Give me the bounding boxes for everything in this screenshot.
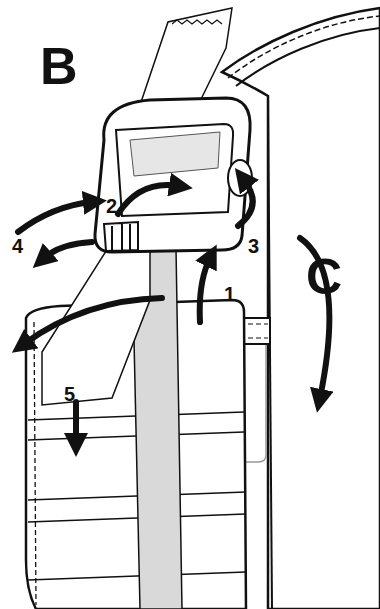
motion-arrows <box>18 180 329 442</box>
buckle-bar <box>130 132 220 176</box>
arrow <box>24 298 162 344</box>
callout-letter: B <box>40 40 78 92</box>
callout-number: 2 <box>106 196 117 216</box>
buckle-opening <box>116 124 233 216</box>
arrow <box>73 402 79 442</box>
buckle-frame <box>95 98 250 252</box>
callout-number: 4 <box>12 236 23 256</box>
stitching <box>34 322 36 605</box>
arrow <box>238 180 253 226</box>
panel-edge <box>268 96 272 609</box>
callout-number: 3 <box>248 236 259 256</box>
seam-line <box>236 28 380 86</box>
arrow <box>200 258 210 322</box>
arrow <box>18 202 92 232</box>
arrow <box>118 185 178 214</box>
callout-number: 5 <box>64 384 75 404</box>
arrow <box>44 242 92 258</box>
callout-number: 1 <box>224 284 235 304</box>
callout-letter: C <box>306 252 342 302</box>
zigzag-stitch <box>172 20 222 24</box>
buckle-ladder <box>104 222 138 251</box>
